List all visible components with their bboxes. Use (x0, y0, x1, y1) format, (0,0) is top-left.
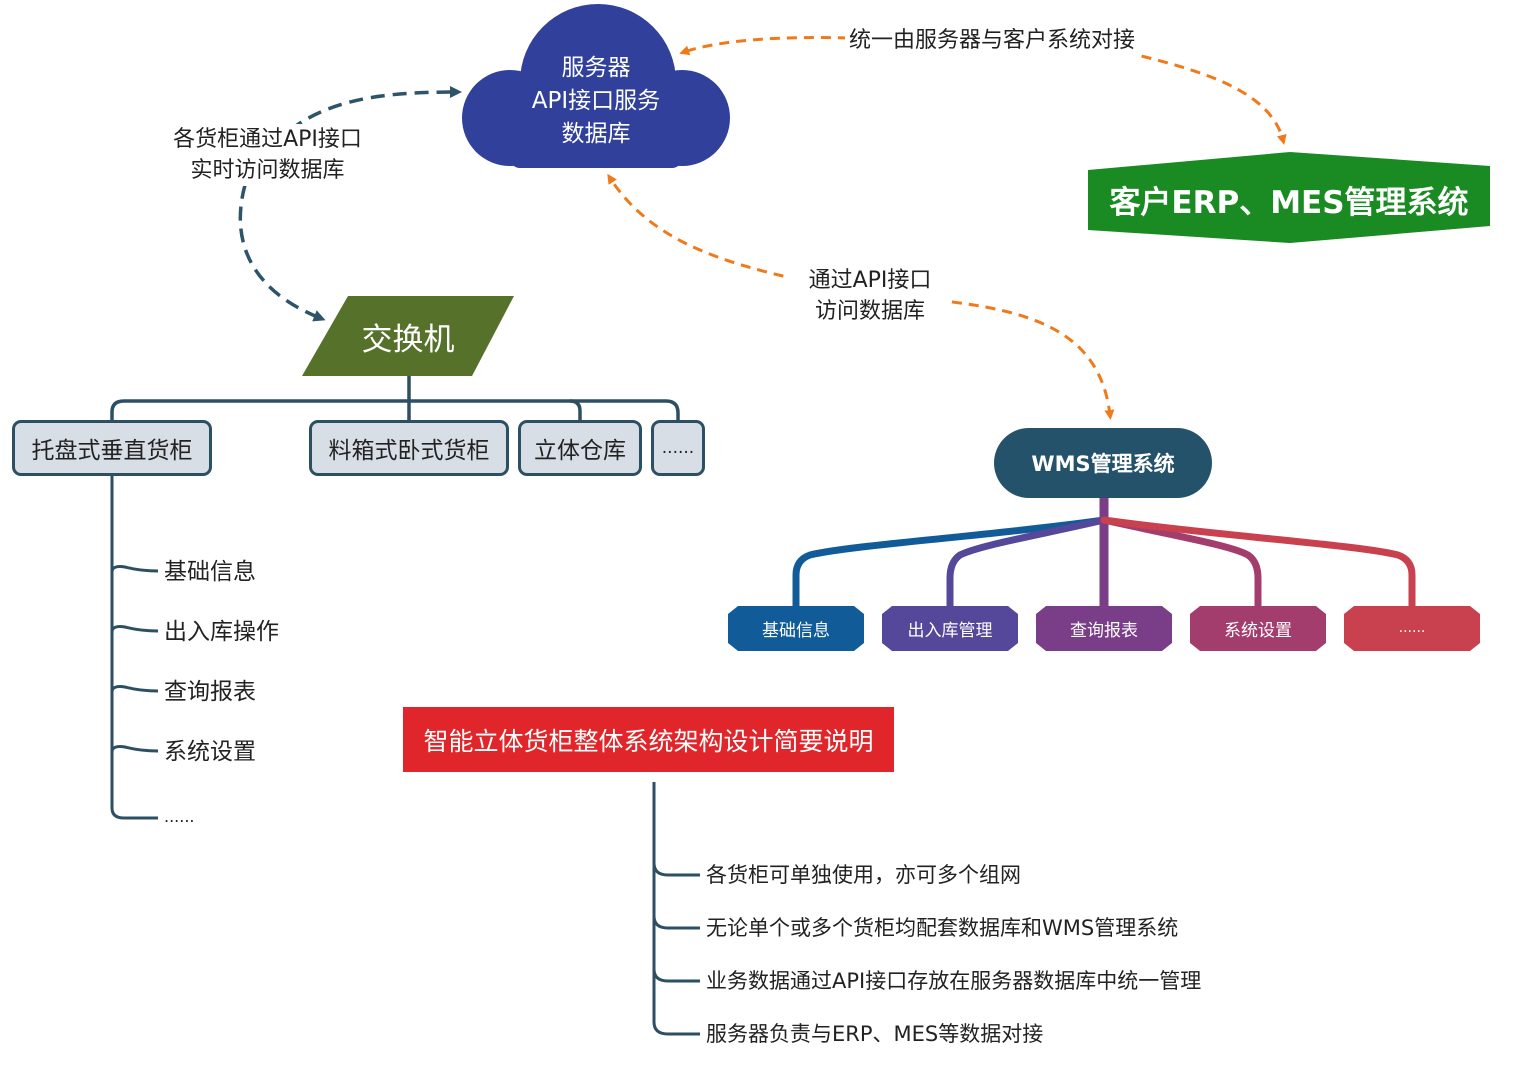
edge-label-cabinet-server: 各货柜通过API接口 实时访问数据库 (150, 124, 385, 186)
cabinet-function-lines (110, 476, 159, 820)
edge-server-erp (1124, 50, 1287, 145)
cabinet-function-settings[interactable]: 系统设置 (164, 739, 256, 765)
cabinet-bin-horizontal[interactable]: 料箱式卧式货柜 (309, 420, 509, 476)
cabinet-pallet-vertical[interactable]: 托盘式垂直货柜 (12, 420, 212, 476)
wms-branches (792, 493, 1416, 611)
cabinet-function-inout[interactable]: 出入库操作 (164, 619, 279, 645)
edge-label-cabinet-line2: 实时访问数据库 (190, 158, 345, 183)
edge-label-cabinet-line1: 各货柜通过API接口 (173, 127, 362, 152)
cabinet-more[interactable]: ...... (651, 420, 705, 476)
cabinet-stereo-warehouse[interactable]: 立体仓库 (518, 420, 642, 476)
erp-node[interactable]: 客户ERP、MES管理系统 (1109, 184, 1469, 221)
edge-cabinet-server-upper (288, 86, 462, 132)
wms-child-more[interactable]: ...... (1398, 620, 1426, 636)
summary-point-3: 业务数据通过API接口存放在服务器数据库中统一管理 (706, 969, 1202, 993)
server-line1: 服务器 (561, 55, 631, 81)
server-cloud (462, 4, 730, 168)
edge-label-wms-line1: 通过API接口 (808, 268, 932, 293)
switch-node[interactable]: 交换机 (361, 321, 455, 358)
summary-point-2: 无论单个或多个货柜均配套数据库和WMS管理系统 (706, 916, 1179, 940)
erp-box-shape (1088, 152, 1490, 243)
edge-label-wms-line2: 访问数据库 (814, 299, 925, 324)
wms-child-shapes (728, 606, 1480, 651)
edge-label-server-erp: 统一由服务器与客户系统对接 (845, 25, 1140, 56)
wms-child-settings[interactable]: 系统设置 (1224, 620, 1292, 641)
server-line3: 数据库 (561, 121, 631, 147)
wms-child-query[interactable]: 查询报表 (1070, 620, 1138, 641)
server-line2: API接口服务 (531, 88, 661, 114)
edge-erp-server (679, 36, 849, 56)
wms-node[interactable]: WMS管理系统 (994, 428, 1212, 498)
summary-title: 智能立体货柜整体系统架构设计简要说明 (403, 707, 894, 772)
summary-point-1: 各货柜可单独使用，亦可多个组网 (706, 863, 1021, 887)
cabinet-function-query[interactable]: 查询报表 (164, 679, 256, 705)
switch-tree-lines (110, 376, 680, 420)
wms-child-inout[interactable]: 出入库管理 (907, 620, 993, 641)
summary-point-4: 服务器负责与ERP、MES等数据对接 (706, 1022, 1044, 1046)
summary-tree-lines (652, 782, 700, 1036)
edge-server-wms-lower (934, 298, 1115, 420)
cabinet-function-basic-info[interactable]: 基础信息 (164, 559, 256, 585)
edge-wms-server-upper (607, 173, 801, 282)
wms-child-basic-info[interactable]: 基础信息 (762, 620, 830, 641)
server-node[interactable]: 服务器 API接口服务 数据库 (500, 52, 692, 151)
edge-label-wms-server: 通过API接口 访问数据库 (790, 265, 950, 327)
cabinet-function-more[interactable]: ...... (164, 807, 195, 826)
switch-shape (302, 296, 514, 376)
edge-server-cabinet-lower (238, 184, 326, 322)
